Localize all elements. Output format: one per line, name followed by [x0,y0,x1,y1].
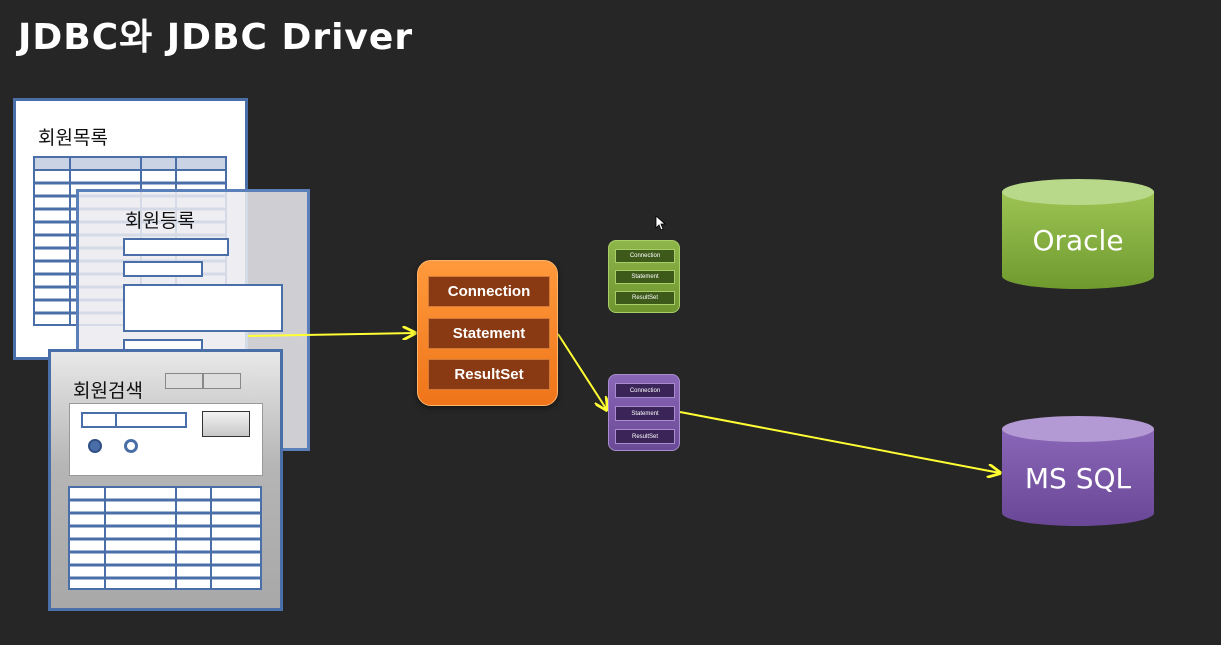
member-search-window: 회원검색 [48,349,283,611]
member-list-label: 회원목록 [38,127,108,149]
slide-title: JDBC와 JDBC Driver [18,17,414,58]
oracle-driver-stack: Connection Statement ResultSet [608,240,680,313]
mouse-cursor-icon [655,215,667,231]
mssql-driver-resultset: ResultSet [615,429,675,444]
oracle-label: Oracle [1032,224,1124,257]
oracle-database-icon [1002,179,1154,289]
search-tab-2 [203,373,241,389]
search-input [81,412,187,428]
arrow-driver-to-mssql [679,411,1000,473]
register-textarea [123,284,283,332]
arrow-app-to-jdbc [247,333,415,336]
mssql-database-icon [1002,416,1154,526]
register-field-2 [123,261,203,277]
search-button [202,411,250,437]
search-tab-1 [165,373,203,389]
search-panel [69,403,263,476]
jdbc-interface-stack: Connection Statement ResultSet [417,260,558,406]
oracle-driver-resultset: ResultSet [615,291,675,305]
oracle-driver-statement: Statement [615,270,675,284]
jdbc-statement: Statement [428,318,550,349]
member-search-label: 회원검색 [73,380,143,402]
member-register-label: 회원등록 [125,210,195,232]
register-field-1 [123,238,229,256]
mssql-driver-connection: Connection [615,383,675,398]
member-search-table [68,486,262,590]
mssql-driver-statement: Statement [615,406,675,421]
jdbc-resultset: ResultSet [428,359,550,390]
arrow-jdbc-to-driver [557,333,607,410]
search-input-divider [115,412,117,428]
radio-unselected-icon [124,439,138,453]
oracle-driver-connection: Connection [615,249,675,263]
mssql-driver-stack: Connection Statement ResultSet [608,374,680,451]
radio-selected-icon [88,439,102,453]
jdbc-connection: Connection [428,276,550,307]
mssql-label: MS SQL [1024,462,1132,495]
